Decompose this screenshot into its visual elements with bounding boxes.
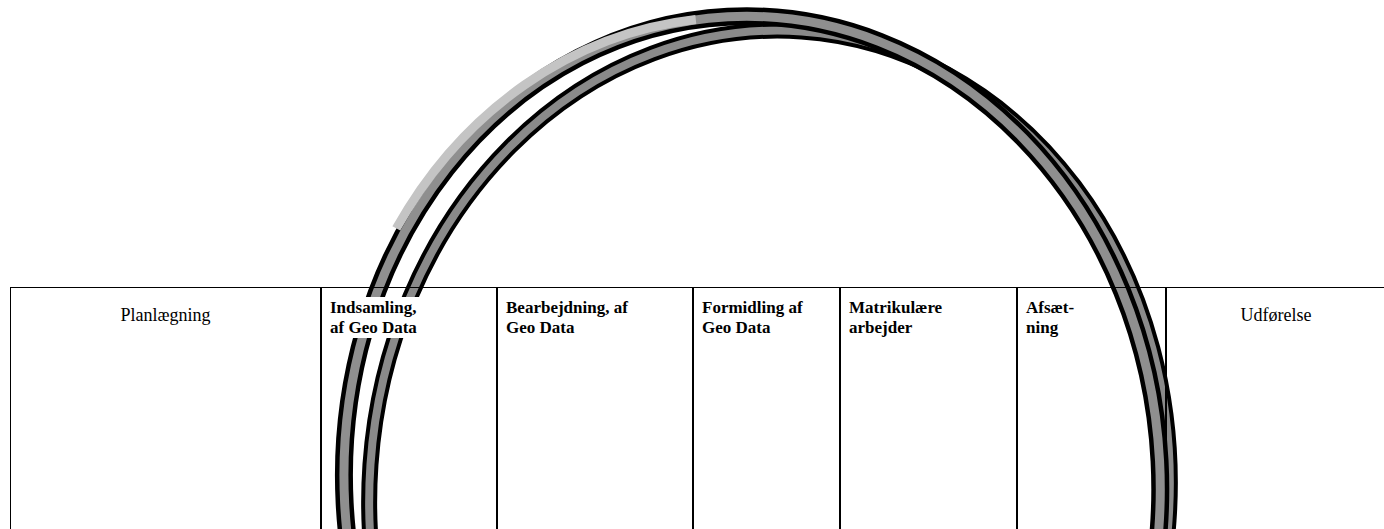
cell-label: Bearbejdning, af Geo Data: [504, 297, 632, 338]
table-cell: Matrikulære arbejder: [840, 287, 1017, 529]
ring-band-front: [320, 0, 1184, 529]
cell-label: Matrikulære arbejder: [847, 297, 961, 338]
ring-band-back: [338, 4, 1201, 529]
cell-label: Indsamling, af Geo Data: [328, 297, 436, 338]
ring-highlight: [386, 19, 706, 228]
table-cell: Bearbejdning, af Geo Data: [497, 287, 693, 529]
cell-label: Formidling af Geo Data: [700, 297, 808, 338]
cell-label: Udførelse: [1239, 304, 1314, 327]
table-cell: Planlægning: [10, 287, 321, 529]
cell-label: Afsæt- ning: [1024, 297, 1076, 338]
cell-label: Planlægning: [118, 304, 212, 327]
table-cell: Formidling af Geo Data: [693, 287, 840, 529]
table-cell: Afsæt- ning: [1017, 287, 1166, 529]
table-cell: Indsamling, af Geo Data: [321, 287, 497, 529]
table-cell: Udførelse: [1166, 287, 1384, 529]
